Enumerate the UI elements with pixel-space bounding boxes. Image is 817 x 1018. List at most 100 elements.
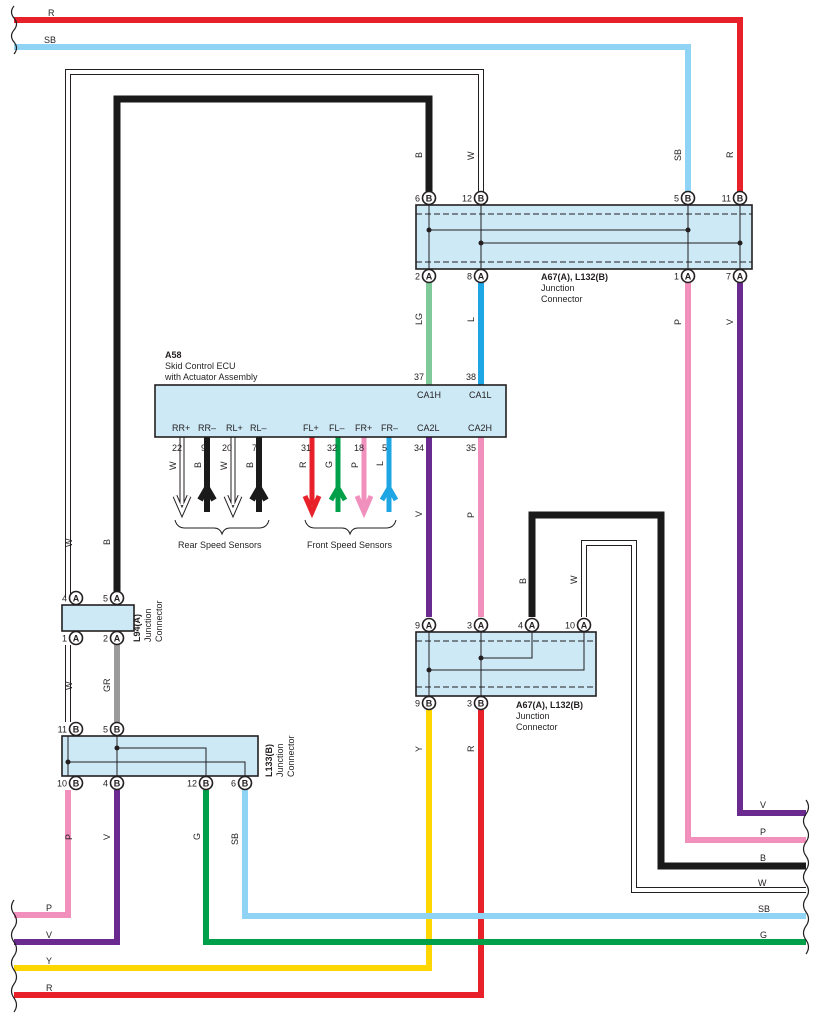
pin-circle [237,775,253,791]
pin-circle [198,775,214,791]
jc-l133-line2: Connector [286,735,296,777]
pin-connector-letter: A [114,594,121,604]
wire-r-top [14,17,743,195]
wire-label-sb-right: SB [758,904,770,914]
pin-fl-plus: 31 [301,443,311,453]
pin-connector-letter: A [426,621,433,631]
pin-circle [109,775,125,791]
wire-label-w-l94: W [64,538,74,547]
pin-circle [473,617,489,633]
pin-number: 4 [103,779,108,789]
pin-circle [732,268,748,284]
wire-label-p-ca2h: P [466,512,476,518]
junction-connector-l133 [61,735,259,777]
wire-w-right-inner [582,541,806,892]
pin-ca2h: 35 [466,443,476,453]
pin-number: 1 [62,634,67,644]
wire-label-p-right: P [760,827,766,837]
pin-circle [68,630,84,646]
term-fl-minus: FL– [329,423,345,433]
sensor-leads [172,437,399,536]
wire-sb-bottom [242,790,806,919]
labels: R SB P V Y R V P B W SB G B W SB R LG L … [44,8,770,993]
pin-connector-letter: A [737,272,744,282]
pin-fr-plus: 18 [354,443,364,453]
pin-circle [109,630,125,646]
pin-circle [109,721,125,737]
pin-number: 10 [565,621,575,631]
pin-connector-letter: B [73,725,80,735]
wire-label-w-jc-mid: W [569,575,579,584]
jc-l94-line1: Junction [143,608,153,642]
lead-fr-plus [354,437,374,519]
pin-circle [576,617,592,633]
pin-connector-letter: B [203,779,210,789]
front-speed-sensors-label: Front Speed Sensors [307,540,393,550]
pin-ca2l: 34 [414,443,424,453]
pin-number: 5 [674,194,679,204]
wire-label-r-top: R [48,8,55,18]
wire-g [203,790,806,945]
lead-label-fr-minus: L [375,461,385,466]
wire-label-w-jc-top: W [466,151,476,160]
pin-connector-letter: B [478,699,485,709]
pin-connector-letter: B [242,779,249,789]
pin-circle [732,190,748,206]
lead-fr-minus [379,437,399,512]
pin-rr-minus: 9 [201,443,206,453]
pin-number: 3 [467,621,472,631]
pin-number: 5 [103,594,108,604]
pin-connector-letter: B [737,194,744,204]
wire-w-inner [66,70,483,598]
wire-label-r-bottom: R [46,983,53,993]
pin-number: 6 [231,779,236,789]
break-mark-right [802,799,810,955]
wire-label-g-right: G [760,930,767,940]
wire-label-y: Y [414,746,424,752]
lead-fl-minus [328,437,348,512]
term-fr-minus: FR– [381,423,398,433]
wire-label-p-jc-top: P [673,319,683,325]
jc-l133-code: L133(B) [264,744,274,777]
pin-connector-letter: A [73,594,80,604]
pin-number: 9 [415,621,420,631]
pin-rl-minus: 7 [252,443,257,453]
ecu-name-line2: with Actuator Assembly [164,372,258,382]
jc-mid-line2: Connector [516,722,558,732]
jc-top-line1: Junction [541,283,575,293]
pin-connector-letter: B [685,194,692,204]
pin-connector-letter: B [426,699,433,709]
term-ca2h: CA2H [468,423,492,433]
lead-label-fr-plus: P [350,462,360,468]
rear-sensors-brace [174,519,270,536]
pin-number: 9 [415,699,420,709]
wire-label-v-ca2l: V [414,511,424,517]
pin-number: 6 [415,194,420,204]
lead-label-rr-plus: W [168,461,178,470]
pin-fl-minus: 32 [327,443,337,453]
pin-connector-letter: B [114,725,121,735]
junction-connector-mid [415,631,597,697]
pin-number: 11 [58,725,67,735]
wire-label-v-l133: V [102,834,112,840]
pin-circle [421,695,437,711]
wire-label-lg: LG [414,313,424,325]
wire-b-right [528,511,806,870]
ecu-code: A58 [165,350,182,360]
pin-circle [68,775,84,791]
wire-label-b-l94: B [102,539,112,545]
ecu-name-line1: Skid Control ECU [165,361,236,371]
wire-r-bottom [14,710,484,998]
wire-y [14,710,432,971]
pin-rr-plus: 22 [172,443,182,453]
wire-label-v-left: V [46,930,52,940]
wire-label-b-jc-mid: B [518,578,528,584]
wire-label-y-left: Y [46,956,52,966]
wire-label-sb-jc-top: SB [673,149,683,161]
pin-circle [68,721,84,737]
pin-connector-letter: A [73,634,80,644]
pin-connector-letter: B [73,779,80,789]
pin-circle [524,617,540,633]
term-ca2l: CA2L [417,423,440,433]
